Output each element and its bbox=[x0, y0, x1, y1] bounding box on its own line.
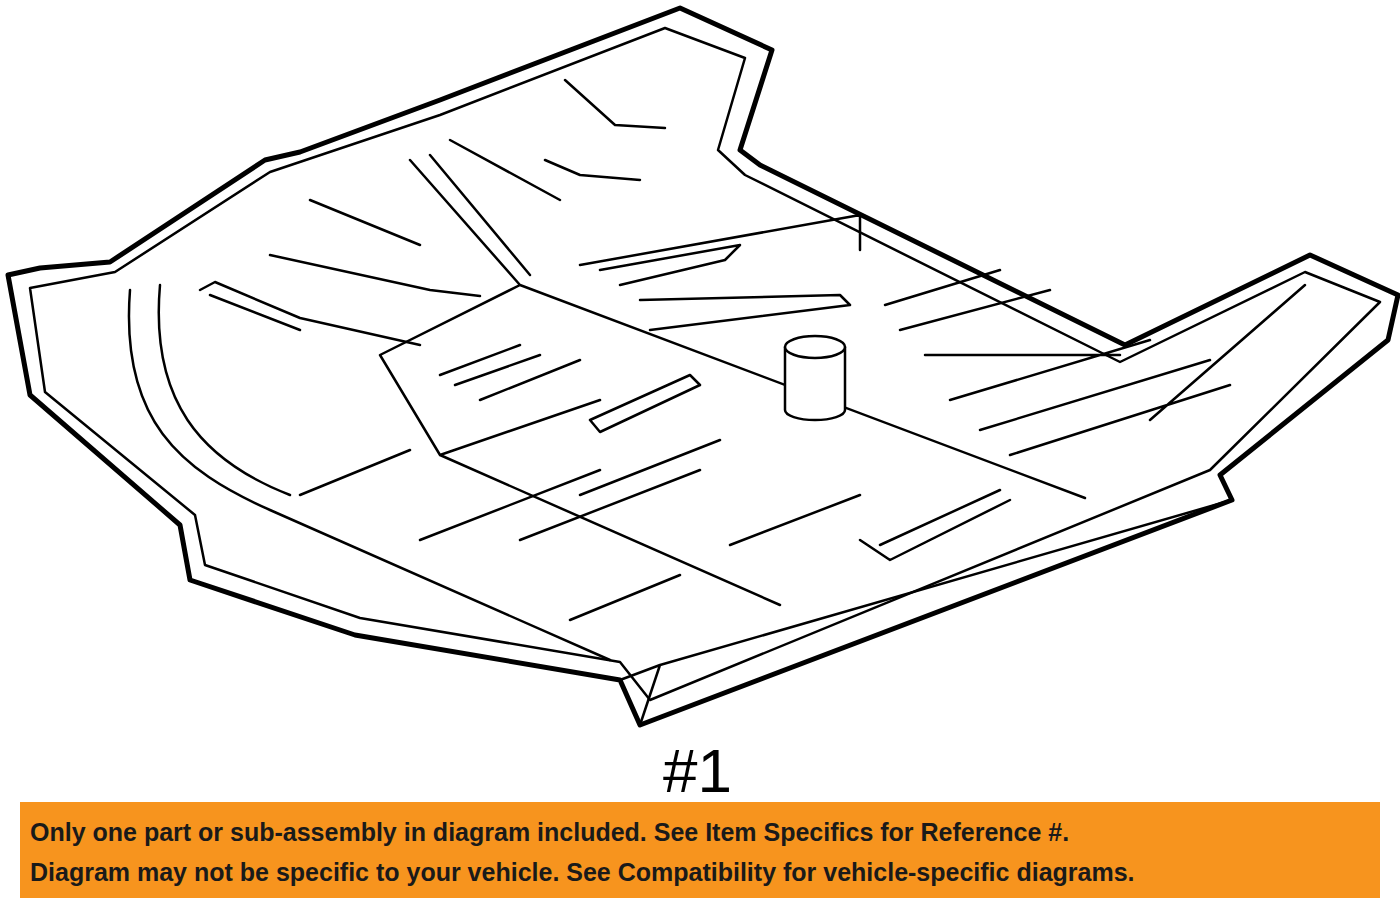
callout-number: #1 bbox=[663, 740, 732, 802]
plate-ridge bbox=[300, 155, 1085, 605]
plate-ribs bbox=[200, 80, 1305, 620]
plate-edge bbox=[129, 285, 1232, 725]
notice-banner: Only one part or sub-assembly in diagram… bbox=[20, 802, 1380, 898]
plate-boss bbox=[785, 336, 845, 420]
notice-text: Diagram may not be specific to your vehi… bbox=[20, 852, 1380, 892]
plate-flange bbox=[30, 28, 1380, 700]
notice-text: Only one part or sub-assembly in diagram… bbox=[20, 812, 1380, 852]
plate-outline bbox=[8, 8, 1398, 725]
